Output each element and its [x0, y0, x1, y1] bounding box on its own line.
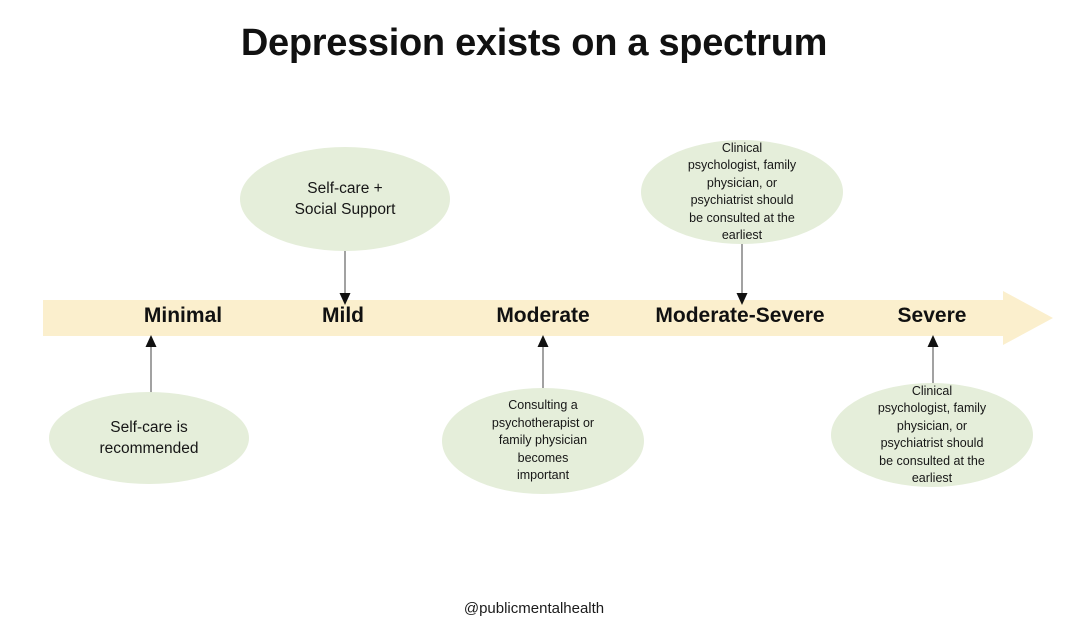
moderate-severe-bubble: Clinical psychologist, family physician,…: [641, 140, 843, 244]
stage-label-severe: Severe: [897, 304, 967, 327]
spectrum-arrow-band: [43, 291, 1053, 345]
moderate-severe-bubble-text: Clinical psychologist, family physician,…: [687, 140, 797, 243]
connector-severe: [923, 333, 943, 389]
connector-moderate-severe: [732, 244, 752, 307]
connector-mild: [335, 251, 355, 307]
connector-minimal: [141, 333, 161, 395]
stage-label-moderate: Moderate: [496, 304, 590, 327]
stage-label-mild: Mild: [322, 304, 364, 327]
moderate-bubble: Consulting a psychotherapist or family p…: [442, 388, 644, 494]
severe-bubble-text: Clinical psychologist, family physician,…: [877, 383, 987, 486]
stage-label-moderate-severe: Moderate-Severe: [655, 304, 825, 327]
moderate-bubble-text: Consulting a psychotherapist or family p…: [491, 398, 595, 483]
stage-label-minimal: Minimal: [143, 304, 223, 327]
page-title: Depression exists on a spectrum: [240, 22, 828, 64]
mild-bubble-text: Self-care + Social Support: [294, 180, 396, 218]
mild-bubble: Self-care + Social Support: [240, 147, 450, 251]
severe-bubble: Clinical psychologist, family physician,…: [831, 383, 1033, 487]
connector-moderate: [533, 333, 553, 391]
minimal-bubble-text: Self-care is recommended: [99, 419, 199, 457]
arrow-shape: [43, 291, 1053, 345]
footer-handle: @publicmentalhealth: [463, 600, 605, 617]
minimal-bubble: Self-care is recommended: [49, 392, 249, 484]
